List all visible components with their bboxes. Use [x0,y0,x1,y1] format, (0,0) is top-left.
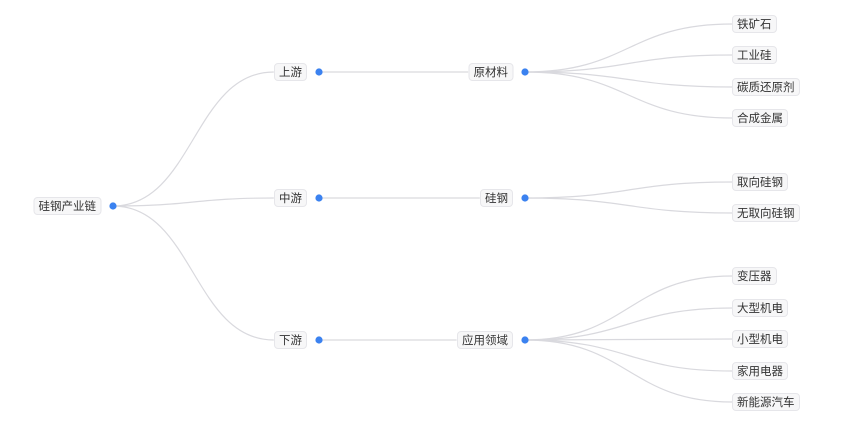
stage-node-label[interactable]: 上游 [274,63,307,81]
link-root-to-1 [112,197,274,207]
leaf-node-label[interactable]: 合成金属 [732,109,788,127]
leaf-node-label[interactable]: 碳质还原剂 [732,78,800,96]
stage-node-label[interactable]: 中游 [274,189,307,207]
link-category-to-leaf [524,23,733,73]
link-root-to-2 [112,205,274,341]
category-node-label[interactable]: 应用领域 [457,331,513,349]
link-root-to-0 [112,71,274,207]
expand-collapse-dot[interactable] [315,194,323,202]
link-category-to-leaf [524,339,733,372]
leaf-node-label[interactable]: 小型机电 [732,330,788,348]
expand-collapse-dot[interactable] [521,68,529,76]
leaf-node-label[interactable]: 家用电器 [732,362,788,380]
expand-collapse-dot[interactable] [521,336,529,344]
leaf-node-label[interactable]: 工业硅 [732,46,777,64]
root-node-label[interactable]: 硅钢产业链 [33,197,101,215]
link-category-to-leaf [524,339,733,403]
leaf-node-label[interactable]: 大型机电 [732,299,788,317]
root-expand-collapse-dot[interactable] [109,202,117,210]
expand-collapse-dot[interactable] [521,194,529,202]
link-category-to-leaf [524,71,733,88]
link-category-to-leaf [524,54,733,73]
leaf-node-label[interactable]: 变压器 [732,267,777,285]
leaf-node-label[interactable]: 铁矿石 [732,15,777,33]
link-category-to-leaf [524,71,733,119]
category-node-label[interactable]: 原材料 [468,63,513,81]
stage-node-label[interactable]: 下游 [274,331,307,349]
link-category-to-leaf [524,275,733,341]
link-category-to-leaf [524,181,733,199]
link-category-to-leaf [524,307,733,341]
link-category-to-leaf [524,197,733,214]
leaf-node-label[interactable]: 无取向硅钢 [732,204,800,222]
category-node-label[interactable]: 硅钢 [480,189,513,207]
expand-collapse-dot[interactable] [315,336,323,344]
expand-collapse-dot[interactable] [315,68,323,76]
leaf-node-label[interactable]: 新能源汽车 [732,393,800,411]
leaf-node-label[interactable]: 取向硅钢 [732,173,788,191]
link-category-to-leaf [524,338,733,341]
